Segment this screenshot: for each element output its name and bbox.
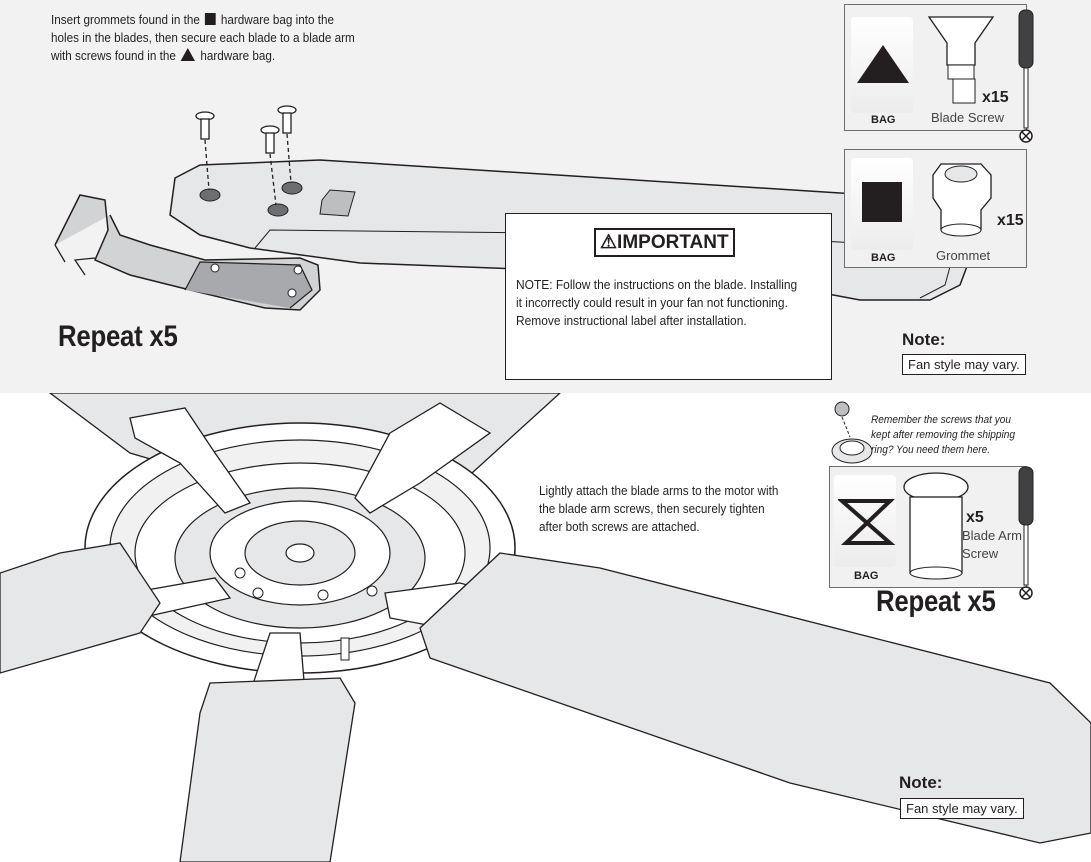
grommet-icon [932,163,992,237]
triangle-icon [857,45,909,83]
motor-assembly-illustration [0,393,1091,862]
hardware-name: Blade Arm Screw [962,528,1022,561]
quantity-label: x15 [997,212,1024,229]
quantity-label: x5 [966,509,984,526]
hardware-name: Blade Screw [931,110,1004,125]
hardware-box-grommet: BAG x15 Grommet [844,149,1027,268]
important-text: NOTE: Follow the instructions on the bla… [516,277,798,328]
important-title: ⚠IMPORTANT [594,228,735,257]
square-bag-icon [204,13,216,25]
note-text: Fan style may vary. [900,798,1024,819]
blade-screw-icon [927,16,995,104]
step-top-panel: Insert grommets found in the hardware ba… [0,0,1091,393]
instruction-text: Insert grommets found in the hardware ba… [51,12,355,63]
quantity-label: x15 [982,89,1009,106]
hardware-name: Grommet [936,248,991,263]
triangle-bag-icon [180,48,196,61]
hourglass-icon [838,499,896,545]
important-notice: ⚠IMPORTANT NOTE: Follow the instructions… [505,213,832,380]
bag-label: BAG [871,252,896,264]
bag-label: BAG [871,114,896,126]
shipping-ring-icon [831,401,873,464]
repeat-label: Repeat x5 [58,320,178,353]
square-icon [862,182,902,222]
note-title: Note: [902,330,946,349]
bag-label: BAG [854,570,879,582]
hardware-box-blade-screw: BAG x15 Blade Screw [844,4,1027,131]
instruction-text: Lightly attach the blade arms to the mot… [539,483,779,534]
repeat-label: Repeat x5 [876,585,996,618]
step-bottom-panel: Lightly attach the blade arms to the mot… [0,393,1091,862]
note-title: Note: [899,773,943,792]
reminder-text: Remember the screws that you kept after … [871,414,1016,456]
warning-icon: ⚠ [600,232,618,253]
hardware-box-blade-arm-screw: BAG x5 Blade Arm Screw [829,466,1027,588]
blade-arm-screw-icon [903,472,969,580]
note-text: Fan style may vary. [902,354,1026,375]
